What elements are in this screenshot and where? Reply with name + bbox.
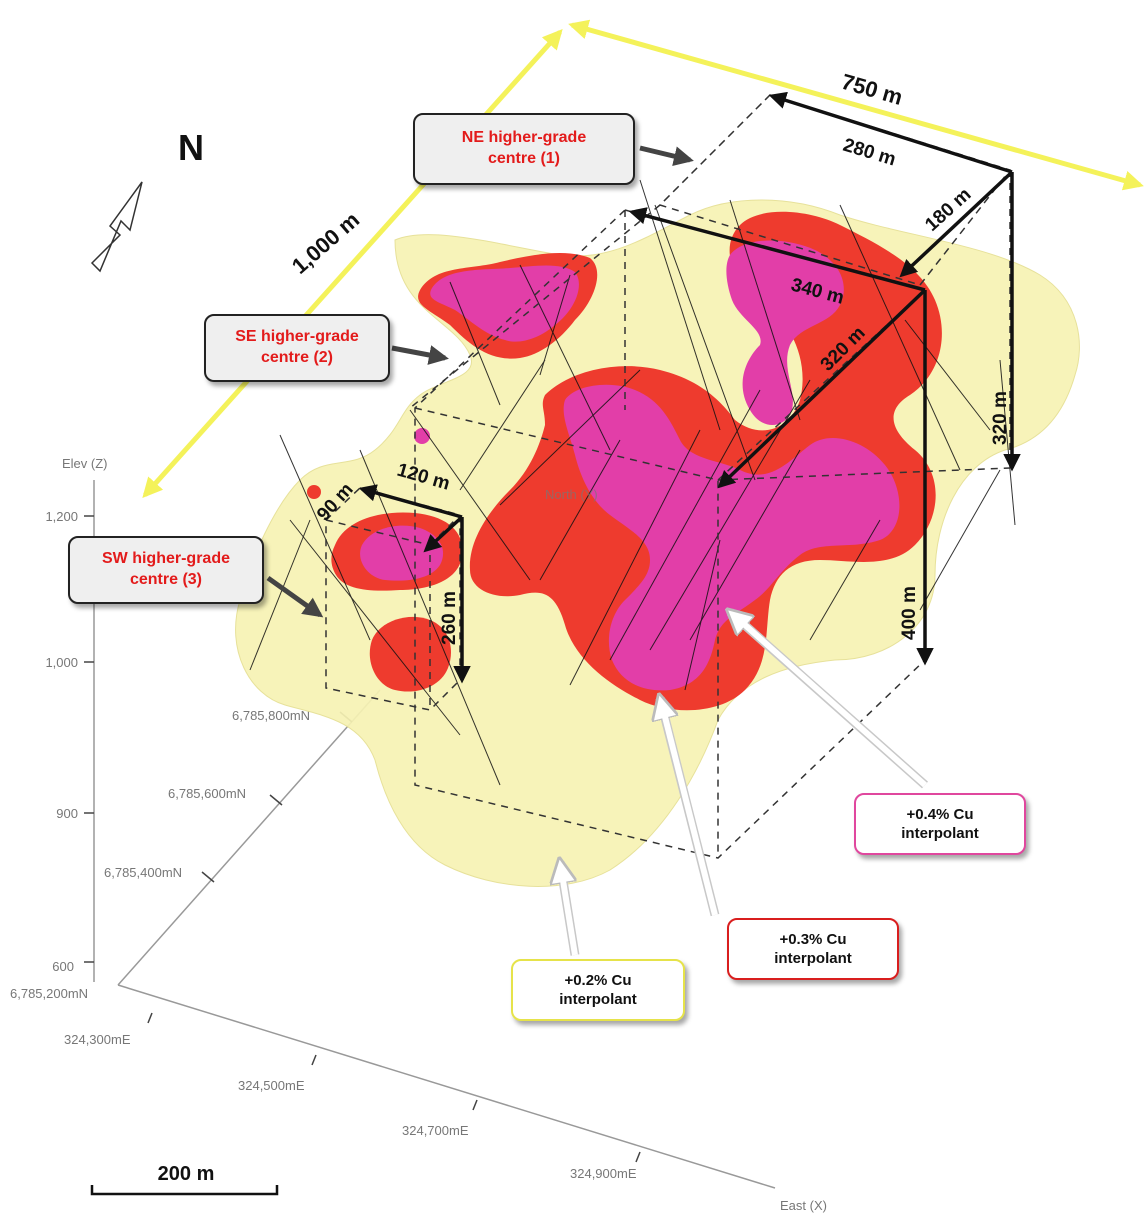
drill-hole-9 [999, 359, 1016, 526]
north-tick-600 [269, 794, 283, 806]
axes: Elev (Z) 1,200 1,000 900 600 6,785,800mN… [10, 456, 827, 1213]
cu02-interpolant-label: +0.2% Cu interpolant [511, 959, 685, 1021]
arrow-120m [358, 484, 463, 519]
drill-hole-20 [289, 519, 461, 736]
callout-pointers [266, 145, 928, 956]
north-tick-label-200: 6,785,200mN [10, 986, 88, 1001]
dimension-320m-vertical-label: 320 m [990, 391, 1011, 445]
ne-centre-pointer [639, 145, 694, 166]
dimension-arrows [358, 91, 1021, 684]
drill-hole-11 [539, 439, 621, 581]
dimension-1000m-label: 1,000 m [287, 207, 364, 279]
east-axis-line [117, 984, 776, 1189]
north-tick-label-800: 6,785,800mN [232, 708, 310, 723]
east-axis-label: East (X) [780, 1198, 827, 1213]
dimension-750m-arrow [568, 19, 1144, 191]
dimension-280m-label: 280 m [841, 135, 899, 171]
elevation-axis-label: Elev (Z) [62, 456, 108, 471]
dimension-180m-label: 180 m [921, 184, 975, 236]
dimension-400m-label: 400 m [899, 586, 920, 640]
drill-hole-17 [919, 469, 1001, 611]
east-tick-label-700: 324,700mE [402, 1123, 469, 1138]
cu03-small-blob-2 [307, 485, 321, 499]
ne-centre-callout-text: NE higher-grade centre (1) [461, 129, 587, 167]
cu02-pointer-core [558, 867, 578, 956]
se-centre-pointer [391, 345, 449, 365]
cu03-small-blob-1 [414, 428, 430, 444]
dimension-260m-label: 260 m [439, 591, 460, 645]
east-tick-label-300: 324,300mE [64, 1032, 131, 1047]
arrow-320m-diagonal [717, 288, 927, 489]
drill-hole-12 [569, 429, 701, 686]
cu04-interpolant-label: +0.4% Cu interpolant [854, 793, 1026, 855]
sw-centre-callout-text: SW higher-grade centre (3) [101, 550, 230, 588]
drill-hole-19 [359, 449, 501, 786]
north-axis-line [117, 689, 381, 986]
north-tick-label-400: 6,785,400mN [104, 865, 182, 880]
north-tick-label-600: 6,785,600mN [168, 786, 246, 801]
elev-tick-label-900: 900 [56, 806, 78, 821]
drill-hole-15 [689, 449, 801, 641]
drill-hole-22 [249, 519, 311, 671]
north-arrow-group: N [90, 127, 204, 273]
east-tick-900 [635, 1151, 641, 1163]
arrow-90m [423, 515, 464, 553]
east-tick-300 [147, 1012, 153, 1024]
cu03-interpolant-label: +0.3% Cu interpolant [727, 918, 899, 980]
north-arrow-icon [90, 181, 143, 273]
scale-bar-line [90, 1185, 279, 1196]
cu04-interpolant-text: +0.4% Cu interpolant [901, 805, 979, 843]
drill-hole-4 [639, 179, 721, 431]
drill-hole-16 [809, 519, 881, 641]
se-centre-callout-text: SE higher-grade centre (2) [235, 328, 359, 366]
north-tick-400 [201, 871, 215, 883]
cu03-interpolant-text: +0.3% Cu interpolant [774, 930, 852, 968]
arrow-180m [899, 170, 1014, 278]
north-label: N [178, 127, 204, 168]
arrow-280m [768, 91, 1013, 174]
cu03-pointer-core [659, 704, 718, 916]
sw-centre-callout: SW higher-grade centre (3) [68, 536, 264, 604]
cu04-pointer-core [734, 614, 927, 788]
scale-bar: 200 m [90, 1163, 279, 1196]
drill-hole-13 [609, 389, 761, 661]
cu04-ne-lobe-2 [726, 240, 844, 426]
drill-hole-8 [904, 319, 991, 431]
scale-bar-label: 200 m [158, 1163, 215, 1185]
east-tick-label-500: 324,500mE [238, 1078, 305, 1093]
drill-hole-24 [684, 539, 721, 691]
north-axis-label: North (Y) [545, 487, 598, 502]
drill-hole-7 [839, 204, 961, 471]
drill-hole-5 [654, 204, 756, 481]
cu04-sw-lobe [360, 525, 444, 581]
cu02-interpolant-text: +0.2% Cu interpolant [559, 971, 637, 1009]
east-tick-500 [311, 1054, 317, 1066]
dimension-1000m-arrow [142, 29, 563, 498]
east-tick-label-900: 324,900mE [570, 1166, 637, 1181]
drill-hole-6 [729, 199, 801, 421]
arrow-340m [628, 207, 926, 292]
east-tick-700 [472, 1099, 478, 1111]
ne-centre-callout: NE higher-grade centre (1) [413, 113, 635, 185]
sw-centre-pointer [266, 575, 324, 618]
elev-tick-label-1200: 1,200 [45, 509, 78, 524]
elev-tick-label-1000: 1,000 [45, 655, 78, 670]
se-centre-callout: SE higher-grade centre (2) [204, 314, 390, 382]
cu04-central-body [563, 384, 900, 691]
elev-tick-label-600: 600 [52, 959, 74, 974]
